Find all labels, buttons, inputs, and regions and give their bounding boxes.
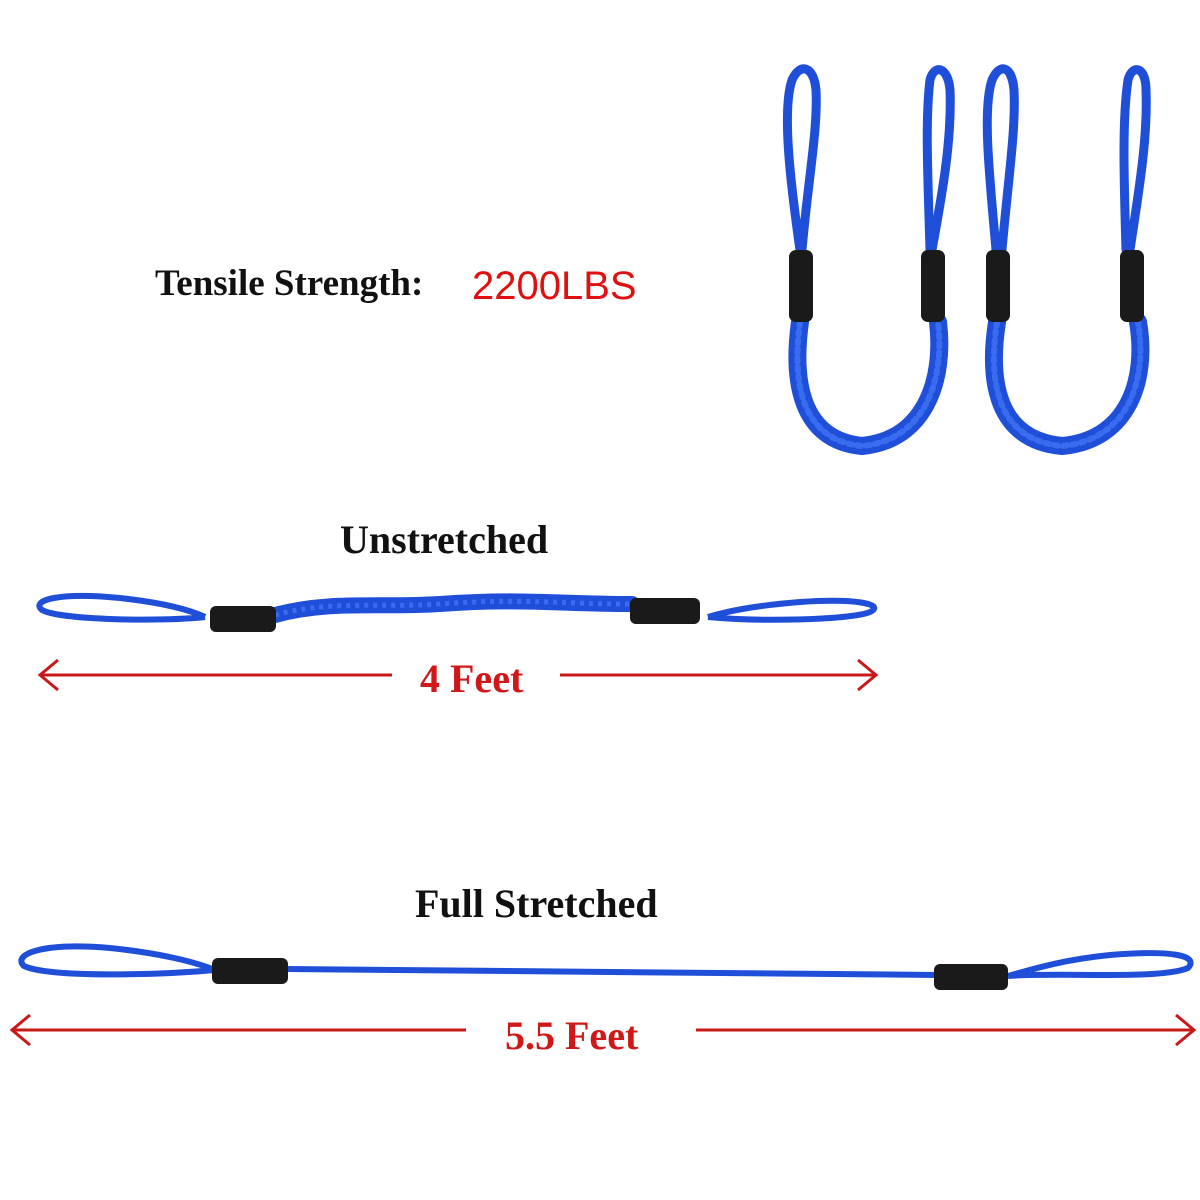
length-arrow-4ft (37, 658, 879, 692)
tensile-strength-label: Tensile Strength: (155, 263, 424, 304)
full-stretched-title: Full Stretched (415, 881, 658, 926)
tensile-strength-value: 2200LBS (472, 264, 637, 308)
unstretched-title: Unstretched (340, 517, 549, 562)
foam-tube (986, 250, 1010, 322)
foam-tube (789, 250, 813, 322)
foam-tube (212, 958, 288, 984)
length-arrow-5-5ft (9, 1013, 1197, 1047)
foam-tube (210, 606, 276, 632)
foam-tube (934, 964, 1008, 990)
unstretched-length-label: 4 Feet (420, 656, 524, 701)
foam-tube (921, 250, 945, 322)
u-dock-line-left (782, 64, 955, 456)
foam-tube (630, 598, 700, 624)
full-stretched-rope (18, 943, 1194, 990)
unstretched-rope (36, 592, 878, 632)
full-stretched-length-label: 5.5 Feet (505, 1013, 639, 1058)
u-dock-line-right (982, 64, 1151, 456)
foam-tube (1120, 250, 1144, 322)
